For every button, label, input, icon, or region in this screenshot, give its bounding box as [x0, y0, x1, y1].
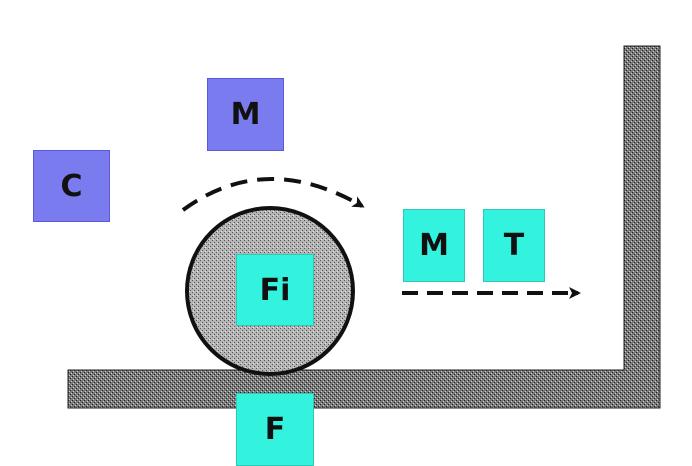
- label-c: C: [33, 150, 110, 222]
- ground-surface: [67, 45, 661, 409]
- label-top-m: M: [207, 78, 284, 151]
- label-fi: Fi: [236, 254, 314, 326]
- label-right-m: M: [403, 209, 465, 282]
- rotation-arrow: [181, 176, 365, 212]
- label-f: F: [236, 393, 314, 466]
- label-right-t: T: [483, 209, 545, 282]
